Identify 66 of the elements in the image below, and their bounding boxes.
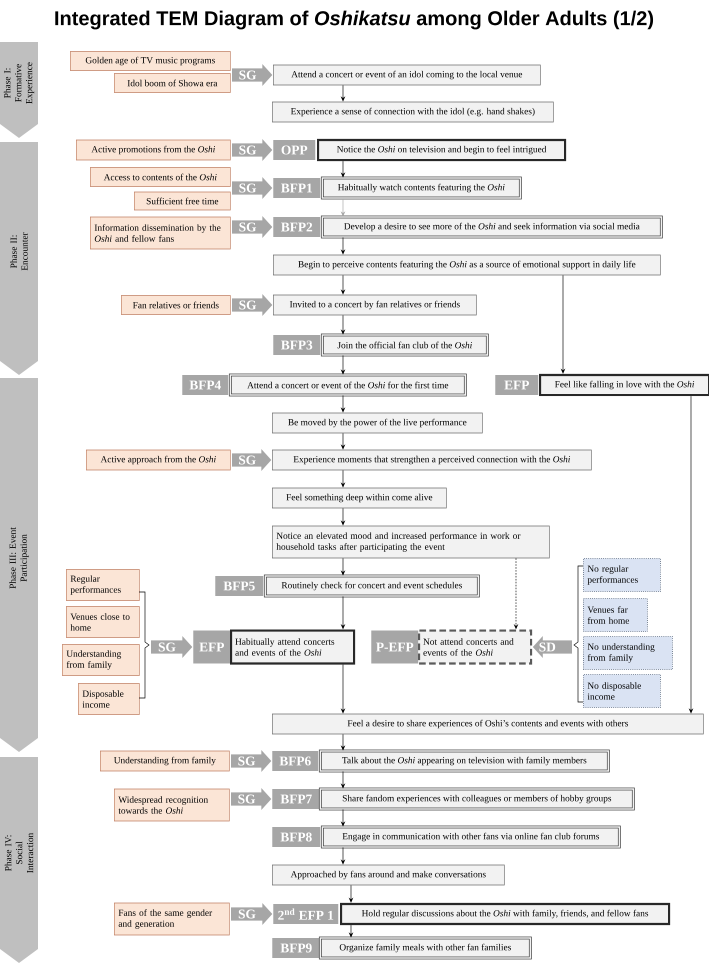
factor-box: Fans of the same gender and generation	[114, 902, 230, 936]
factor-box: Disposable income	[78, 683, 140, 715]
event-box: Not attend concerts and events of the Oshi	[418, 629, 532, 665]
factor-box: Venues close to home	[66, 606, 140, 638]
event-box: Feel like falling in love with the Oshi	[539, 374, 709, 396]
factor-box: No regular performances	[583, 558, 661, 592]
event-box: Habitually watch contents featuring the Oshi	[320, 176, 522, 200]
factor-box: Regular performances	[66, 569, 140, 601]
factor-box: Active promotions from the Oshi	[76, 140, 231, 160]
factor-box: Active approach from the Oshi	[86, 450, 231, 470]
factor-box: Widespread recognition towards the Oshi	[114, 788, 230, 822]
edge-label: SG	[237, 756, 256, 766]
event-box: Experience moments that strengthen a perceived connection with the Oshi	[272, 450, 592, 470]
edge-label: SD	[538, 642, 556, 652]
edge-label: SG	[238, 182, 258, 194]
event-box: Experience a sense of connection with the idol (e.g. hand shakes)	[272, 102, 554, 122]
event-box: Organize family meals with other fan families	[318, 936, 532, 960]
event-box: Share fandom experiences with colleagues or members of hobby groups	[318, 788, 635, 810]
factor-box: No disposable income	[583, 674, 661, 708]
category-tab: EFP	[495, 375, 538, 395]
edge-label: SG	[238, 144, 258, 156]
factor-box: Access to contents of the Oshi	[90, 167, 231, 187]
event-box: Attend a concert or event of an idol coming to the local venue	[273, 64, 541, 86]
edge-label: SG	[238, 300, 258, 310]
event-box: Engage in communication with other fans via online fan club forums	[320, 826, 621, 848]
category-tab: BFP9	[272, 938, 320, 958]
phase-band: Phase III: Event Participation	[0, 378, 38, 752]
category-tab: BFP3	[273, 335, 320, 355]
event-box: Attend a concert or event of the Oshi for the first time	[228, 374, 467, 396]
category-tab: P-EFP	[371, 630, 418, 664]
phase-band: Phase IV: Social Interaction	[0, 757, 38, 963]
phase-band: Phase I: Formative Experience	[0, 42, 38, 138]
event-box: Notice an elevated mood and increased performance in work or household tasks after participating the event	[272, 526, 550, 558]
bracket	[138, 592, 150, 698]
factor-box: No understanding from family	[583, 636, 673, 670]
event-box: Approached by fans around and make conversations	[272, 864, 505, 886]
category-tab: BFP8	[272, 827, 320, 847]
edge-label: SG	[237, 794, 256, 804]
event-box: Talk about the Oshi appearing on television with family members	[318, 750, 610, 772]
event-box: Develop a desire to see more of the Oshi and seek information via social media	[320, 216, 663, 238]
factor-box: Sufficient free time	[134, 192, 231, 210]
factor-box: Understanding from family	[100, 750, 230, 772]
phase-band: Phase II: Encounter	[0, 142, 38, 375]
category-tab: BFP5	[215, 576, 264, 596]
edge-label: SG	[238, 454, 257, 466]
factor-box: Venues far from home	[583, 598, 648, 632]
event-box: Begin to perceive contents featuring the Oshi as a source of emotional support in daily life	[273, 254, 661, 276]
event-box: Feel something deep within come alive	[272, 488, 447, 508]
bracket	[573, 566, 584, 702]
event-box: Join the official fan club of the Oshi	[320, 334, 489, 356]
factor-box: Idol boom of Showa era	[114, 73, 231, 93]
category-tab: BFP4	[182, 375, 228, 395]
factor-box: Understanding from family	[62, 644, 140, 676]
edge-label: SG	[238, 222, 258, 232]
title: Integrated TEM Diagram of Oshikatsu among Older Adults (1/2)	[55, 10, 654, 30]
factor-box: Fan relatives or friends	[121, 295, 231, 315]
event-box: Feel a desire to share experiences of Oshi’s contents and events with others	[272, 714, 704, 734]
event-box: Be moved by the power of the live performance	[272, 412, 483, 434]
event-box: Invited to a concert by fan relatives or friends	[273, 294, 477, 316]
edge-label: SG	[238, 70, 258, 80]
event-box: Notice the Oshi on television and begin to feel intrigued	[317, 138, 566, 162]
factor-box: Golden age of TV music programs	[70, 51, 231, 71]
event-box: Habitually attend concerts and events of the Oshi	[230, 629, 356, 665]
event-box: Hold regular discussions about the Oshi with family, friends, and fellow fans	[340, 902, 670, 926]
event-box: Routinely check for concert and event schedules	[264, 574, 480, 598]
factor-box: Information dissemination by the Oshi and fellow fans	[90, 216, 231, 250]
